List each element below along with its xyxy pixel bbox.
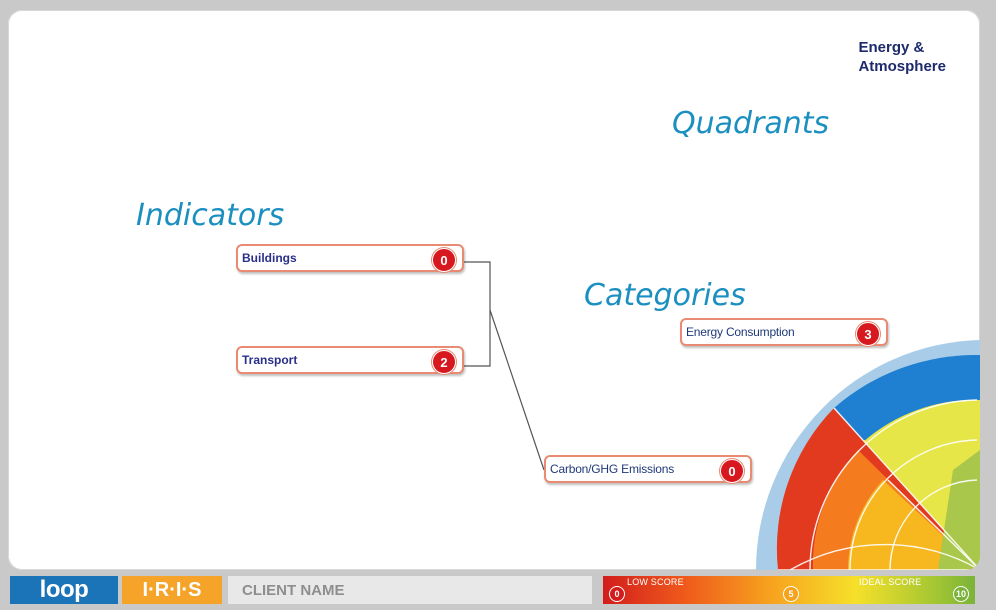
category-label: Carbon/GHG Emissions	[550, 462, 675, 476]
score-badge: 0	[432, 248, 456, 272]
connector-lines	[464, 261, 545, 471]
indicators-label: Indicators	[136, 198, 285, 233]
category-energy-consumption[interactable]: Energy Consumption 3	[680, 318, 888, 346]
score-scale: LOW SCORE IDEAL SCORE 0 5 10	[603, 576, 975, 604]
score-badge: 3	[856, 322, 880, 346]
indicator-label: Transport	[242, 353, 298, 367]
scale-max-dot: 10	[953, 586, 969, 602]
iris-logo: I·R·I·S	[122, 576, 222, 604]
quadrants-label: Quadrants	[672, 106, 830, 141]
main-panel: Energy & Atmosphere Quadrants Indicators…	[8, 10, 980, 570]
loop-logo: loop	[10, 576, 118, 604]
categories-label: Categories	[584, 278, 746, 313]
score-badge: 2	[432, 350, 456, 374]
indicator-buildings[interactable]: Buildings 0	[236, 244, 464, 272]
category-label: Energy Consumption	[686, 325, 795, 339]
low-score-label: LOW SCORE	[627, 577, 684, 587]
indicator-transport[interactable]: Transport 2	[236, 346, 464, 374]
client-name: CLIENT NAME	[228, 576, 592, 604]
scale-min-dot: 0	[609, 586, 625, 602]
footer-bar: loop I·R·I·S CLIENT NAME LOW SCORE IDEAL…	[0, 572, 996, 610]
indicator-label: Buildings	[242, 251, 297, 265]
scale-mid-dot: 5	[783, 586, 799, 602]
quadrant-title: Energy & Atmosphere	[858, 39, 946, 75]
quadrant-wheel-graphic	[756, 340, 980, 570]
ideal-score-label: IDEAL SCORE	[859, 577, 922, 587]
score-badge: 0	[720, 459, 744, 483]
category-carbon-ghg-emissions[interactable]: Carbon/GHG Emissions 0	[544, 455, 752, 483]
